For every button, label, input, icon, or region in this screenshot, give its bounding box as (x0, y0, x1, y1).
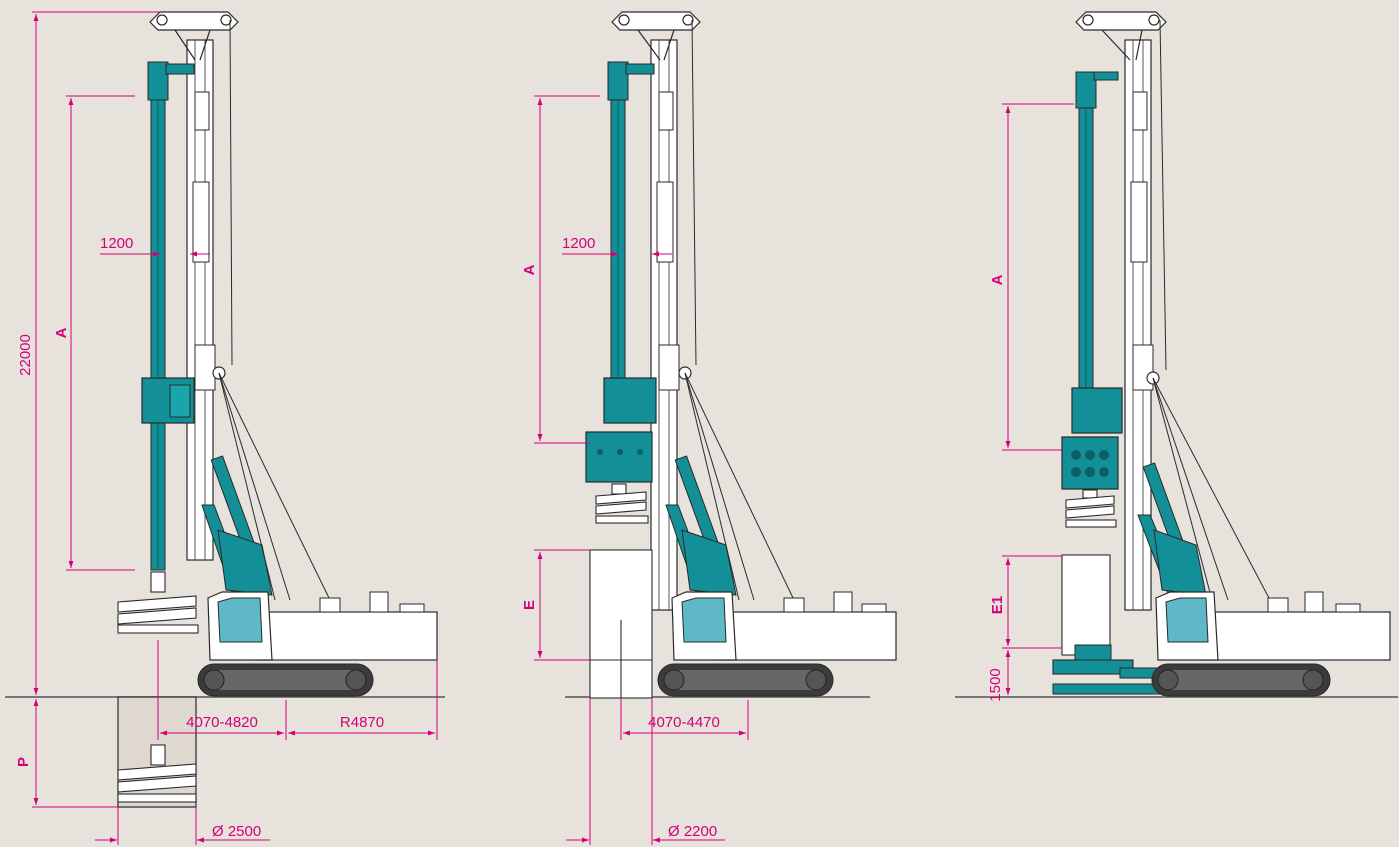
rope-lines (1152, 19, 1271, 601)
mast-crown (611, 11, 701, 61)
dim-stroke: A (989, 274, 1006, 285)
casing (1061, 554, 1111, 656)
dim-casing-height: E (521, 600, 538, 610)
rig-middle: A 1200 E 4070-4470 Ø 2200 (521, 11, 897, 845)
dim-radius-front: 4070-4470 (648, 714, 720, 731)
upper-carriage (254, 591, 438, 661)
kelly-bar (607, 61, 655, 411)
boom-cylinder (665, 455, 737, 605)
crawler-tracks (657, 663, 834, 697)
mast-crown (1075, 11, 1167, 61)
rope-lines (684, 19, 795, 601)
mast (186, 39, 226, 561)
dimensions-left (32, 11, 438, 845)
dim-offset: 1200 (100, 235, 133, 252)
kelly-bar (147, 61, 195, 571)
rotary-drive (1061, 387, 1123, 490)
dim-stroke: A (53, 327, 70, 338)
rope-lines (218, 19, 331, 601)
rig-left: 22000 A 1200 4070-4820 R4870 P Ø 2500 (15, 11, 438, 845)
upper-carriage (1199, 591, 1391, 661)
boom-cylinder (1137, 462, 1207, 605)
crawler-tracks (1151, 663, 1331, 697)
dim-oscillator-height: 1500 (987, 668, 1004, 701)
kelly-bar (1075, 71, 1119, 409)
oscillator (1052, 644, 1164, 695)
dim-diameter: Ø 2500 (212, 823, 261, 840)
dim-offset: 1200 (562, 235, 595, 252)
casing (589, 549, 653, 699)
operator-cab (671, 591, 737, 661)
dim-tail-radius: R4870 (340, 714, 384, 731)
dim-casing-height: E1 (989, 596, 1006, 614)
dimensions-middle (534, 95, 749, 845)
dim-diameter: Ø 2200 (668, 823, 717, 840)
dim-height-total: 22000 (17, 334, 34, 376)
bore-hole (117, 696, 197, 808)
rig-right: A E1 1500 (987, 11, 1391, 702)
operator-cab (1155, 591, 1219, 661)
operator-cab (207, 591, 273, 661)
auger-tool (595, 483, 649, 524)
dim-depth: P (15, 757, 32, 767)
auger-tool (117, 571, 199, 634)
crawler-tracks (197, 663, 374, 697)
dimensions-right (1002, 103, 1074, 695)
upper-carriage (717, 591, 897, 661)
dim-stroke: A (521, 264, 538, 275)
dim-radius-front: 4070-4820 (186, 714, 258, 731)
rotary-drive (585, 377, 657, 483)
rotary-drive (141, 377, 195, 424)
auger-tool (1065, 489, 1117, 528)
